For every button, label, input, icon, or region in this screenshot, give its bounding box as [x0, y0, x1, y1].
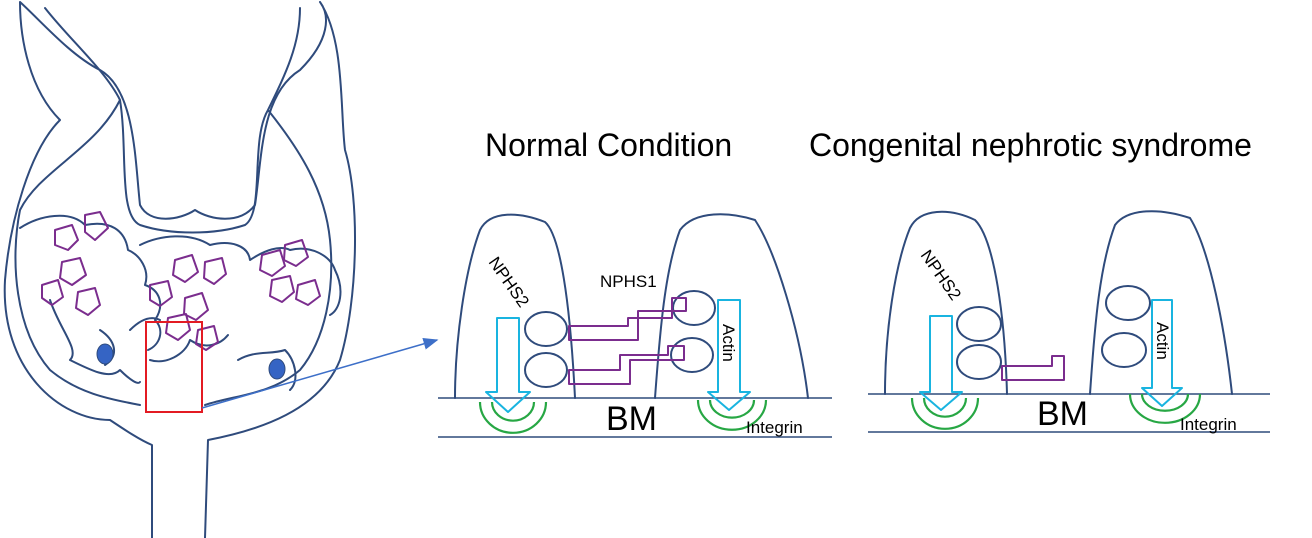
label-actin-normal: Actin: [719, 324, 738, 362]
glomerulus: [3, 1, 356, 538]
adaptor-oval-r2: [670, 337, 714, 373]
label-nphs2-disease: NPHS2: [917, 246, 965, 303]
integrin-left-disease: [910, 397, 980, 430]
label-integrin-disease: Integrin: [1180, 415, 1237, 434]
title-disease: Congenital nephrotic syndrome: [809, 127, 1252, 163]
foot-process-left-disease: [884, 210, 1008, 395]
foot-process-left: [454, 213, 576, 399]
adaptor-oval-l2: [524, 352, 568, 388]
adaptor-oval-dl2: [956, 344, 1002, 380]
nephrin-upper: [568, 297, 687, 341]
nephrin-truncated: [1001, 355, 1065, 381]
highlight-box: [145, 321, 203, 413]
nucleus-left: [96, 343, 114, 365]
label-bm-normal: BM: [606, 400, 657, 438]
disease-panel: NPHS2 Actin BM Integrin: [868, 210, 1270, 434]
title-normal: Normal Condition: [485, 127, 732, 163]
nucleus-right: [268, 358, 286, 380]
adaptor-oval-r1: [672, 290, 716, 326]
label-nphs1: NPHS1: [600, 272, 657, 291]
adaptor-oval-l1: [524, 311, 568, 347]
label-bm-disease: BM: [1037, 395, 1088, 433]
adaptor-oval-dr1: [1105, 285, 1151, 321]
label-integrin-normal: Integrin: [746, 418, 803, 437]
foot-process-right: [654, 213, 809, 399]
bowman-capsule-outline: [3, 1, 356, 538]
adaptor-oval-dl1: [956, 306, 1002, 342]
capillary-loops: [19, 214, 342, 391]
label-actin-disease: Actin: [1153, 322, 1172, 360]
zoom-arrow: [201, 337, 439, 409]
integrin-right: [696, 399, 768, 431]
podocin-arrow-left-disease: [919, 315, 963, 411]
bowman-capsule-inner: [14, 7, 333, 406]
nephrin-lower: [568, 345, 685, 385]
adaptor-oval-dr2: [1101, 332, 1147, 368]
integrin-right-disease: [1128, 393, 1202, 424]
actin-arrow-right-disease: [1141, 299, 1183, 407]
normal-panel: NPHS2 NPHS1 Actin BM Integrin: [438, 213, 832, 438]
podocin-arrow-left: [485, 317, 531, 413]
label-nphs2-normal: NPHS2: [485, 253, 533, 310]
integrin-left: [478, 401, 548, 434]
actin-arrow-right: [707, 299, 751, 411]
foot-process-right-disease: [1089, 210, 1233, 395]
podocyte-clusters: [41, 211, 321, 351]
